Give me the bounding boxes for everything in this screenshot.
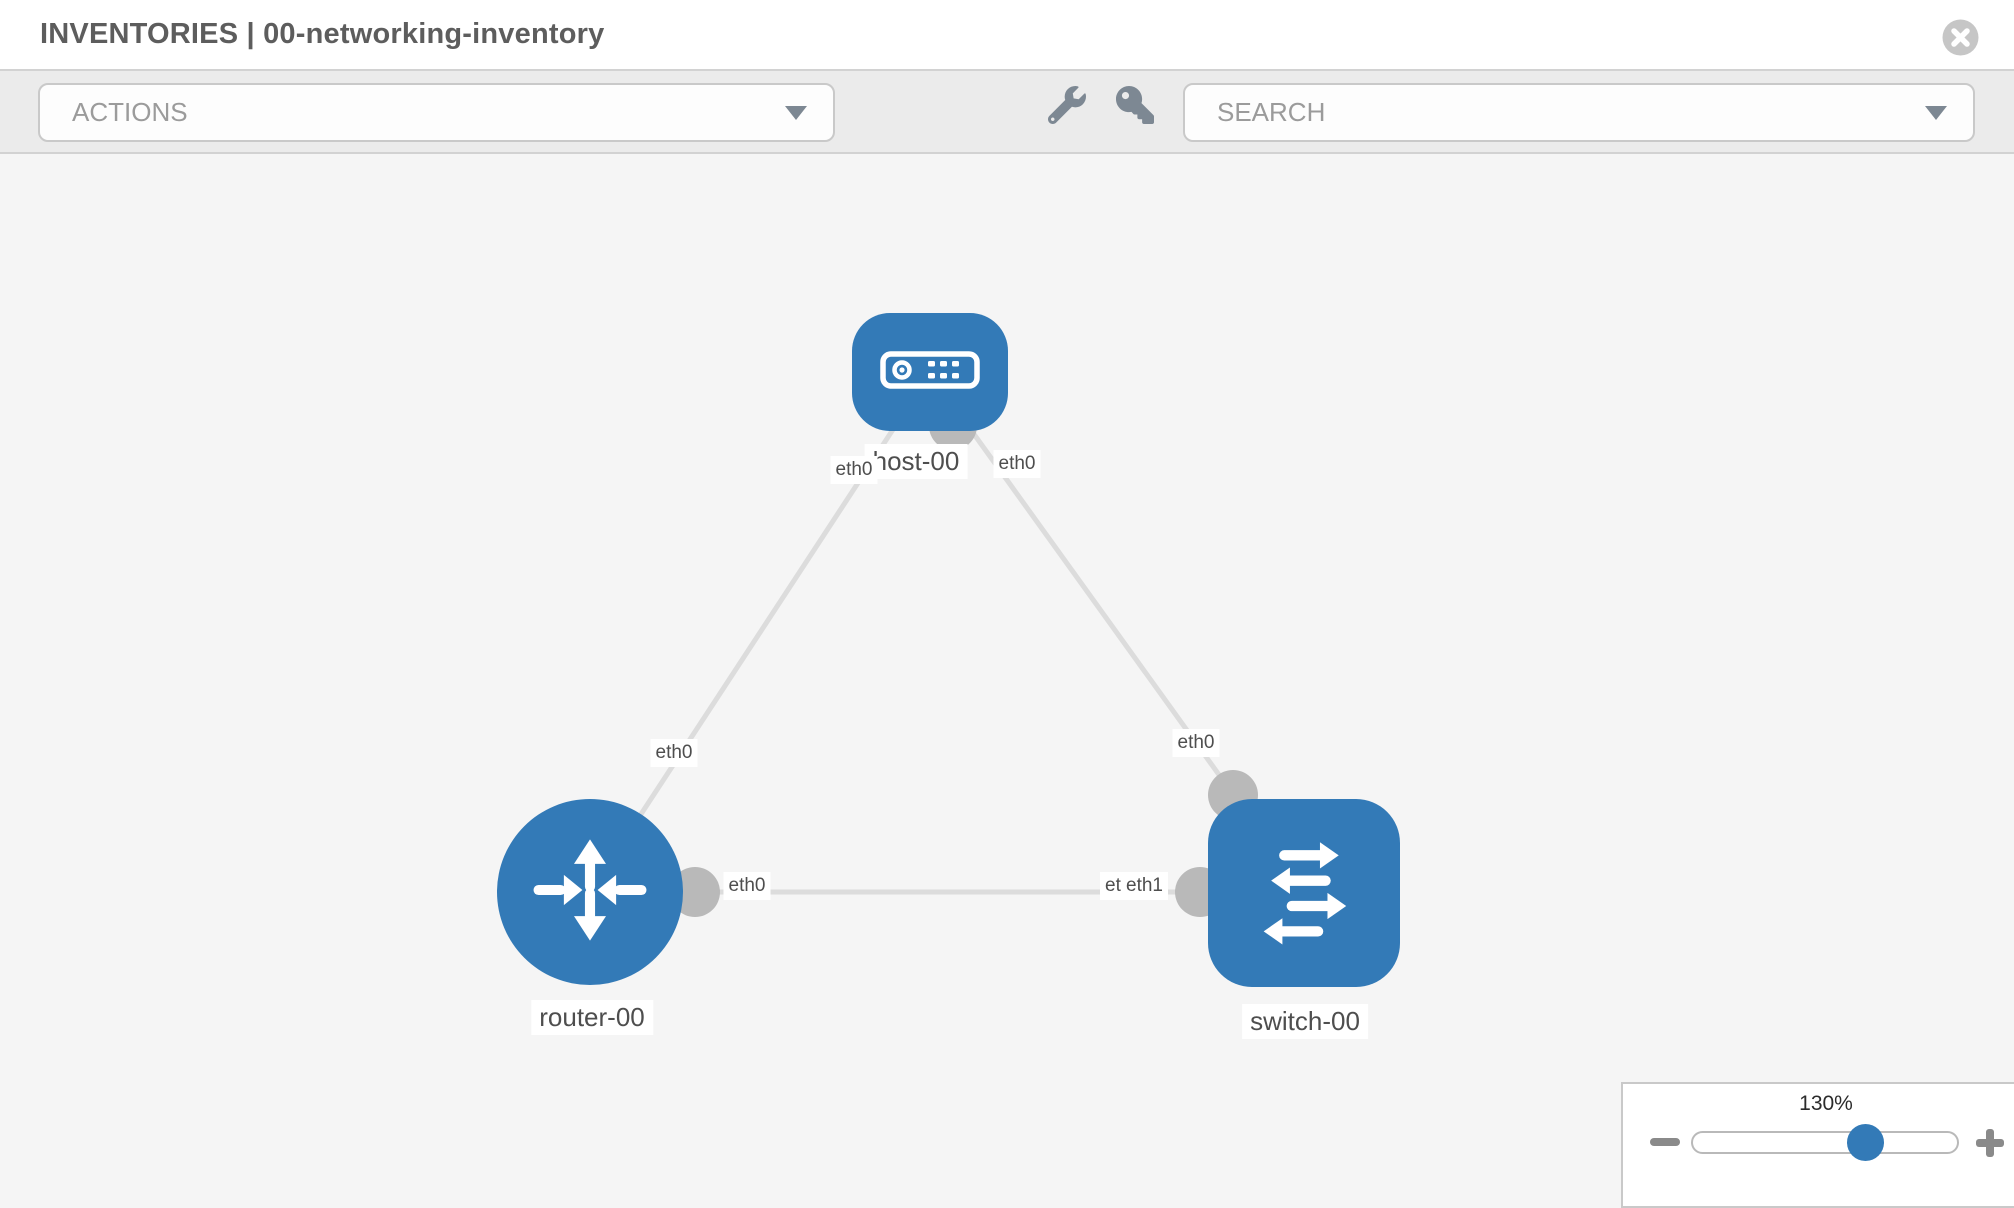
- zoom-in-button[interactable]: [1976, 1129, 2004, 1157]
- key-button[interactable]: [1114, 85, 1156, 127]
- switch-icon: [1243, 830, 1365, 957]
- configure-button[interactable]: [1046, 85, 1088, 127]
- interface-label-host-right: eth0: [993, 450, 1041, 478]
- node-host-00[interactable]: [852, 313, 1008, 431]
- node-label-switch: switch-00: [1242, 1004, 1368, 1039]
- page-title: INVENTORIES | 00-networking-inventory: [40, 18, 605, 50]
- topology-canvas[interactable]: host-00 router-00 switch-00 eth0 eth0 et…: [0, 156, 2014, 1200]
- interface-label-router-top: eth0: [650, 739, 698, 767]
- interface-label-router-right: eth0: [723, 872, 771, 900]
- node-router-00[interactable]: [497, 799, 683, 985]
- chevron-down-icon: [1925, 106, 1947, 120]
- header-bar: INVENTORIES | 00-networking-inventory: [0, 0, 2014, 71]
- search-dropdown-label: SEARCH: [1217, 97, 1326, 127]
- router-icon: [531, 831, 649, 954]
- search-dropdown[interactable]: SEARCH: [1183, 83, 1975, 142]
- node-label-router: router-00: [531, 1000, 653, 1035]
- zoom-out-button[interactable]: [1650, 1138, 1680, 1146]
- actions-dropdown-label: ACTIONS: [72, 97, 188, 127]
- node-switch-00[interactable]: [1208, 799, 1400, 987]
- zoom-panel: 130%: [1621, 1082, 2014, 1208]
- key-icon: [1116, 85, 1154, 127]
- actions-dropdown[interactable]: ACTIONS: [38, 83, 835, 142]
- node-label-host: host-00: [864, 444, 968, 479]
- interface-label-switch-left: eth1: [1121, 872, 1168, 900]
- chevron-down-icon: [785, 106, 807, 120]
- host-icon: [880, 350, 980, 395]
- zoom-level: 130%: [1799, 1092, 1853, 1115]
- interface-bubble-router-right[interactable]: [670, 867, 720, 917]
- zoom-slider-handle[interactable]: [1847, 1124, 1884, 1161]
- zoom-slider-track[interactable]: [1691, 1131, 1959, 1154]
- close-button[interactable]: [1942, 19, 1979, 56]
- interface-label-switch-top: eth0: [1172, 729, 1220, 757]
- close-icon: [1942, 19, 1979, 59]
- interface-label-host-left: eth0: [830, 456, 878, 484]
- wrench-icon: [1047, 85, 1086, 127]
- toolbar: ACTIONS SEARCH: [0, 71, 2014, 154]
